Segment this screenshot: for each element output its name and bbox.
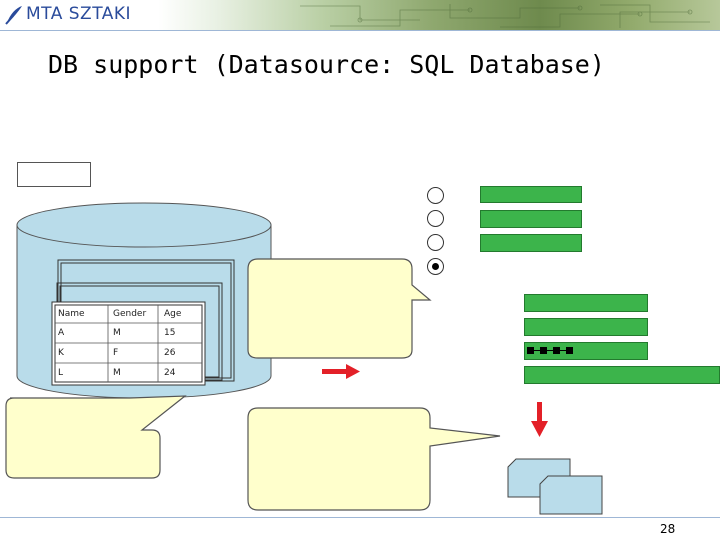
sztaki-logo-icon xyxy=(5,6,22,25)
header-banner: MTA SZTAKI xyxy=(0,0,720,30)
page-number: 28 xyxy=(660,522,676,536)
table-header-cell: Gender xyxy=(113,309,147,319)
arrow-down-icon xyxy=(531,402,548,437)
footer-divider xyxy=(0,517,720,518)
callout-left xyxy=(5,395,187,479)
callout-bottom xyxy=(247,407,501,511)
table-cell: 15 xyxy=(164,328,176,338)
data-table xyxy=(51,301,206,386)
datasource-label-box xyxy=(17,162,91,187)
cylinder-top xyxy=(16,202,272,248)
callout-top xyxy=(247,258,432,359)
green-bar-7[interactable] xyxy=(524,366,720,384)
green-bar-5[interactable] xyxy=(524,318,648,336)
green-bar-2[interactable] xyxy=(480,210,582,228)
table-cell: M xyxy=(113,368,121,378)
radio-option-4[interactable] xyxy=(427,258,444,275)
page-title: DB support (Datasource: SQL Database) xyxy=(48,50,605,79)
table-header-cell: Age xyxy=(164,309,182,319)
green-bar-3[interactable] xyxy=(480,234,582,252)
table-inner-border xyxy=(54,304,203,383)
circuit-pattern xyxy=(300,4,710,28)
table-cell: K xyxy=(58,348,64,358)
document-pages-icon xyxy=(507,458,603,515)
table-cell: F xyxy=(113,348,119,358)
green-bar-6[interactable] xyxy=(524,342,648,360)
table-cell: L xyxy=(58,368,64,378)
radio-option-1[interactable] xyxy=(427,187,444,204)
header-divider xyxy=(0,30,720,31)
logo-text: MTA SZTAKI xyxy=(26,4,132,24)
table-cell: 24 xyxy=(164,368,176,378)
radio-selected-dot xyxy=(432,263,439,270)
green-bar-4[interactable] xyxy=(524,294,648,312)
arrow-right-icon xyxy=(322,364,360,379)
table-header-cell: Name xyxy=(58,309,85,319)
table-cell: M xyxy=(113,328,121,338)
table-cell: A xyxy=(58,328,65,338)
table-cell: 26 xyxy=(164,348,176,358)
green-bar-1[interactable] xyxy=(480,186,582,203)
radio-option-2[interactable] xyxy=(427,210,444,227)
radio-option-3[interactable] xyxy=(427,234,444,251)
